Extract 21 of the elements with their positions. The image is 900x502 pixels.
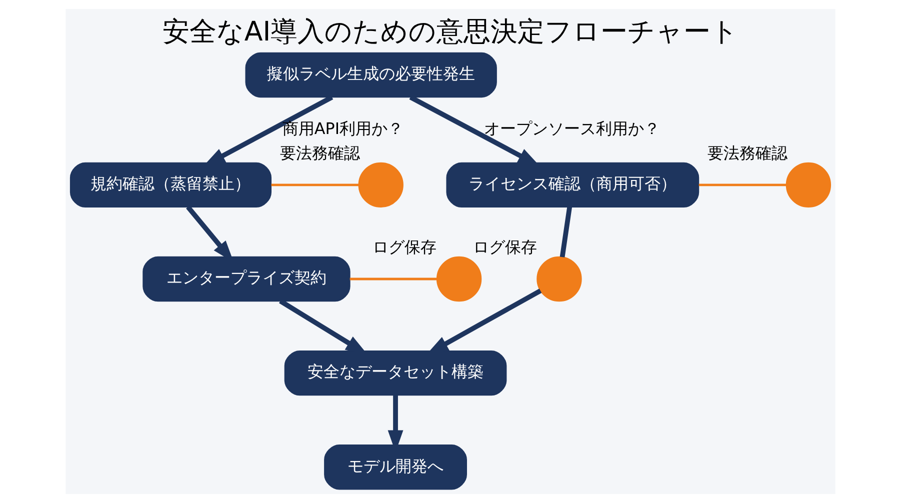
connector — [270, 183, 358, 186]
edge-label: オープンソース利用か？ — [484, 118, 660, 138]
connector — [349, 277, 436, 280]
node-circle — [436, 256, 482, 302]
node-label: 要法務確認 — [706, 143, 787, 162]
node-box: エンタープライズ契約 — [142, 256, 350, 302]
node-label: ログ保存 — [372, 237, 436, 256]
node-box: 安全なデータセット構築 — [284, 350, 506, 396]
node-label: ログ保存 — [472, 237, 536, 256]
diagram-title: 安全なAI導入のための意思決定フローチャート — [162, 16, 738, 47]
node-box: ライセンス確認（商用可否） — [446, 162, 699, 208]
node-box: 規約確認（蒸留禁止） — [69, 162, 272, 208]
node-circle — [536, 256, 582, 302]
node-box: モデル開発へ — [324, 444, 466, 490]
node-circle — [785, 162, 831, 208]
node-label: 要法務確認 — [279, 143, 360, 162]
node-box: 擬似ラベル生成の必要性発生 — [244, 52, 496, 98]
connector — [698, 183, 786, 186]
connector — [559, 206, 572, 257]
node-circle — [358, 162, 403, 208]
edge-label: 商用API利用か？ — [282, 118, 404, 138]
